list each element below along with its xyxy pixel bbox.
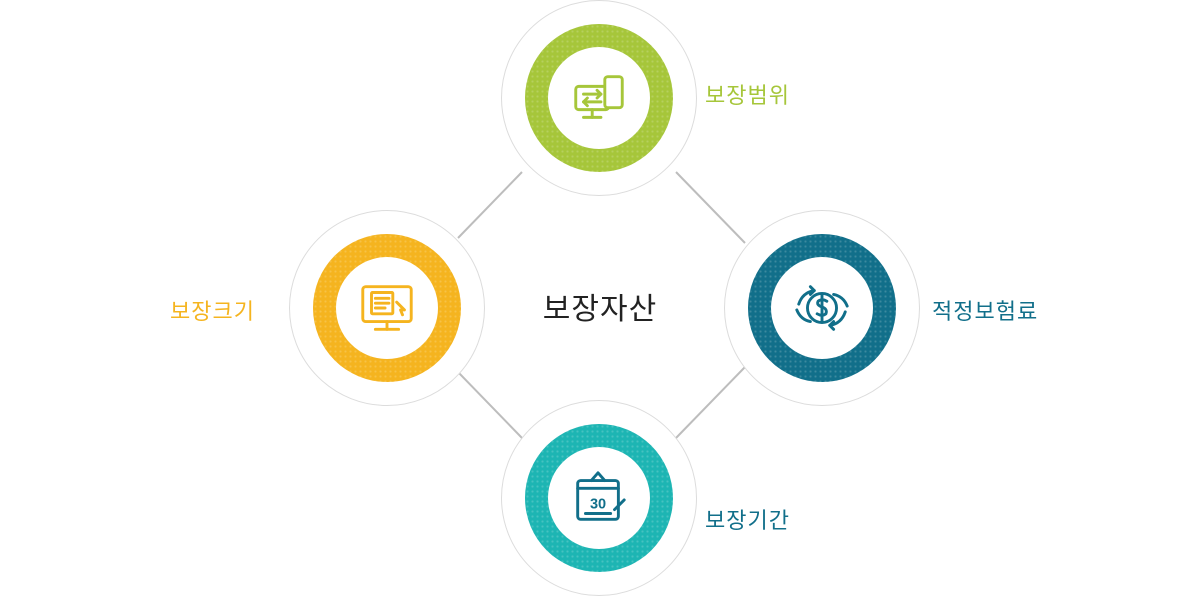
ring-inner-coverage-size [336, 257, 438, 359]
ring-inner-appropriate-premium [771, 257, 873, 359]
node-coverage-period: 30 [501, 400, 697, 596]
calendar-day-number: 30 [590, 497, 606, 513]
monitor-document-icon [361, 285, 413, 331]
node-appropriate-premium [724, 210, 920, 406]
devices-transfer-icon [574, 75, 624, 119]
ring-coverage-period: 30 [525, 424, 673, 572]
ring-coverage-size [313, 234, 461, 382]
center-title: 보장자산 [542, 292, 658, 327]
label-appropriate-premium: 적정보험료 [932, 300, 1039, 325]
connector-top-right [675, 171, 746, 244]
ring-inner-coverage-scope [548, 47, 650, 149]
calendar-30-icon: 30 [576, 471, 626, 521]
connector-bottom-right [675, 366, 746, 439]
connector-left-bottom [457, 371, 523, 439]
connector-left-top [457, 171, 523, 239]
node-coverage-size [289, 210, 485, 406]
label-coverage-size: 보장크기 [170, 300, 255, 325]
label-coverage-period: 보장기간 [705, 509, 790, 534]
label-coverage-scope: 보장범위 [705, 84, 790, 109]
node-coverage-scope [501, 0, 697, 196]
dollar-cycle-icon [795, 285, 849, 331]
ring-appropriate-premium [748, 234, 896, 382]
ring-inner-coverage-period: 30 [548, 447, 650, 549]
ring-coverage-scope [525, 24, 673, 172]
